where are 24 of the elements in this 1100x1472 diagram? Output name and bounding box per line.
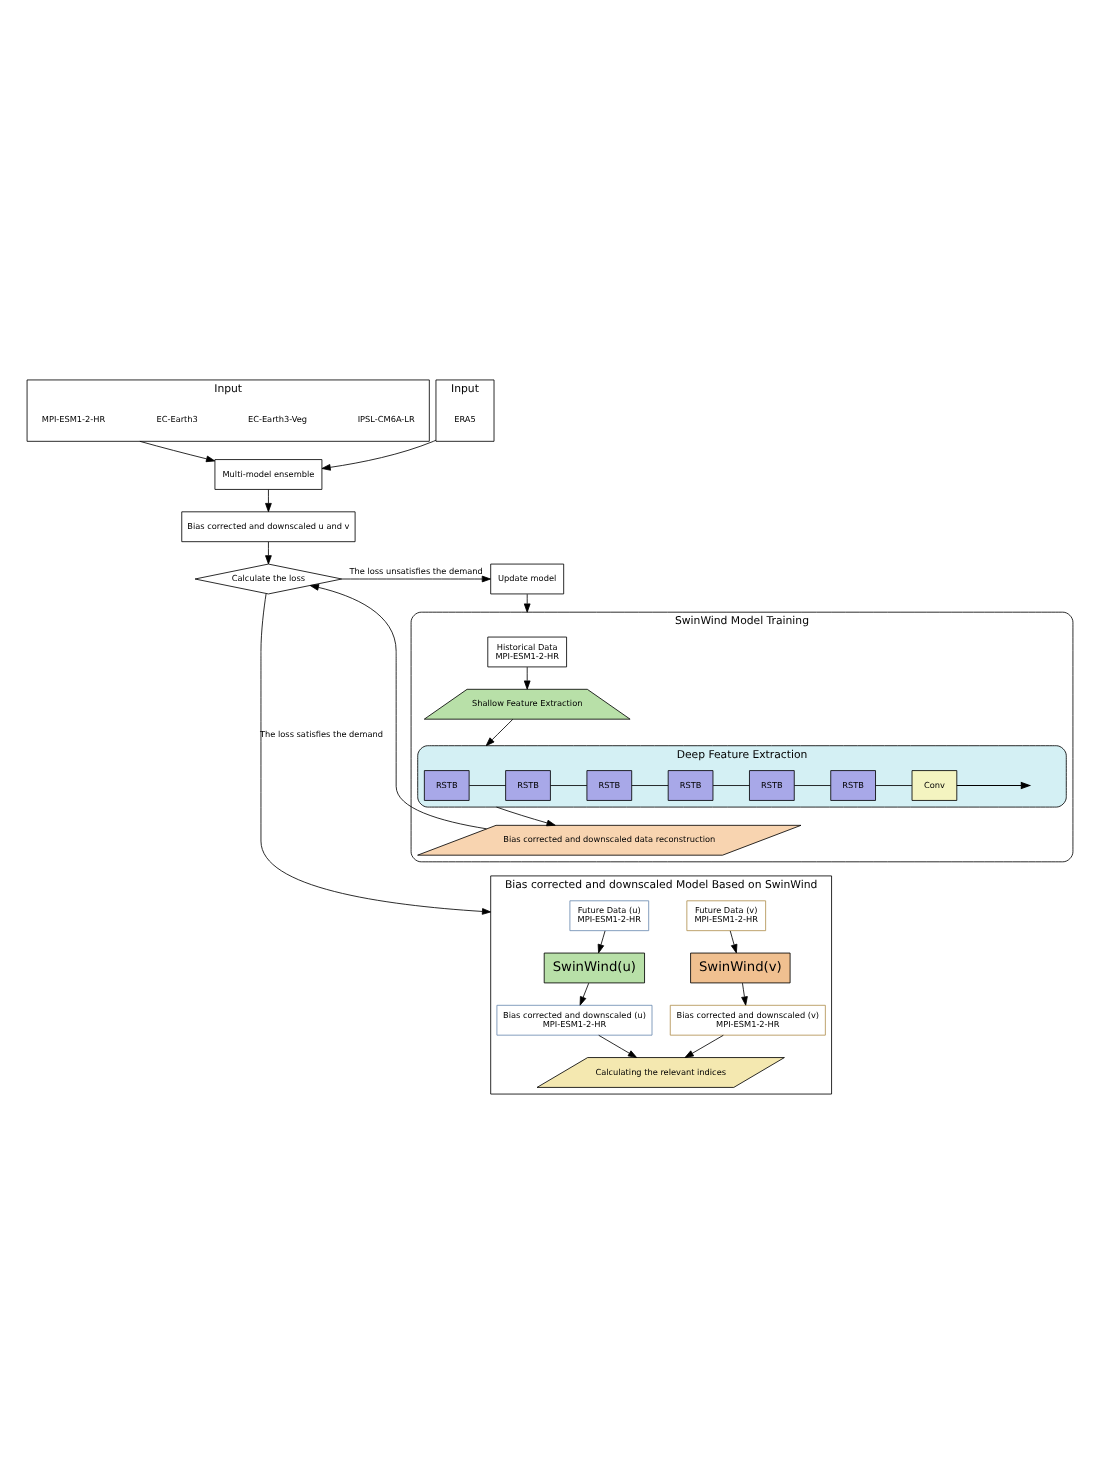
arrow — [265, 488, 272, 512]
arrow — [523, 665, 531, 689]
connector — [468, 784, 506, 785]
arrow — [321, 438, 437, 470]
arrow — [598, 1033, 638, 1057]
arrow — [741, 981, 748, 1005]
arrow — [265, 540, 272, 564]
arrow — [139, 439, 216, 462]
arrow — [485, 717, 514, 746]
connector — [550, 784, 588, 785]
arrow — [579, 981, 590, 1005]
arrow — [309, 583, 487, 829]
connector — [631, 784, 669, 785]
arrow — [341, 574, 491, 582]
arrow — [260, 592, 492, 914]
arrow — [956, 780, 1032, 789]
connector — [712, 784, 750, 785]
arrow — [729, 929, 738, 953]
arrow — [496, 805, 556, 826]
arrow — [684, 1033, 724, 1057]
arrow — [597, 929, 606, 953]
arrow — [523, 592, 531, 612]
connector — [794, 784, 832, 785]
connector — [875, 784, 913, 785]
